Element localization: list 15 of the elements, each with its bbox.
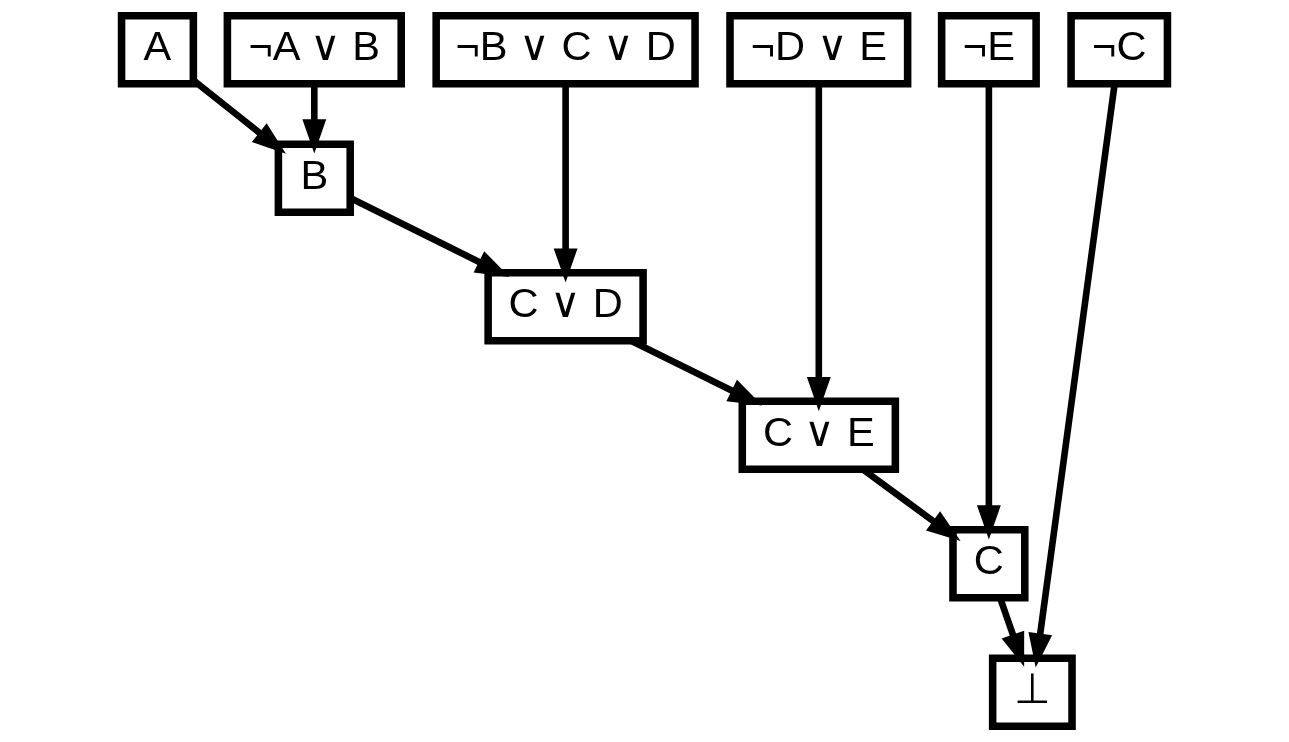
- node-box: ¬D ∨ E: [726, 12, 912, 88]
- node-box: C ∨ D: [484, 268, 647, 345]
- node-box: ¬E: [937, 12, 1040, 88]
- arrow: [191, 78, 286, 154]
- node-box: ¬B ∨ C ∨ D: [432, 12, 699, 88]
- node-box: A: [117, 12, 198, 88]
- node-box: C ∨ E: [738, 397, 900, 474]
- node-box: C: [949, 525, 1029, 602]
- node-box: B: [274, 140, 354, 217]
- node-box: ⊥: [988, 654, 1076, 730]
- node-box: ¬C: [1067, 12, 1172, 88]
- arrow: [302, 84, 327, 154]
- arrow: [976, 84, 1001, 540]
- node-box: ¬A ∨ B: [223, 12, 405, 88]
- arrow: [806, 83, 831, 412]
